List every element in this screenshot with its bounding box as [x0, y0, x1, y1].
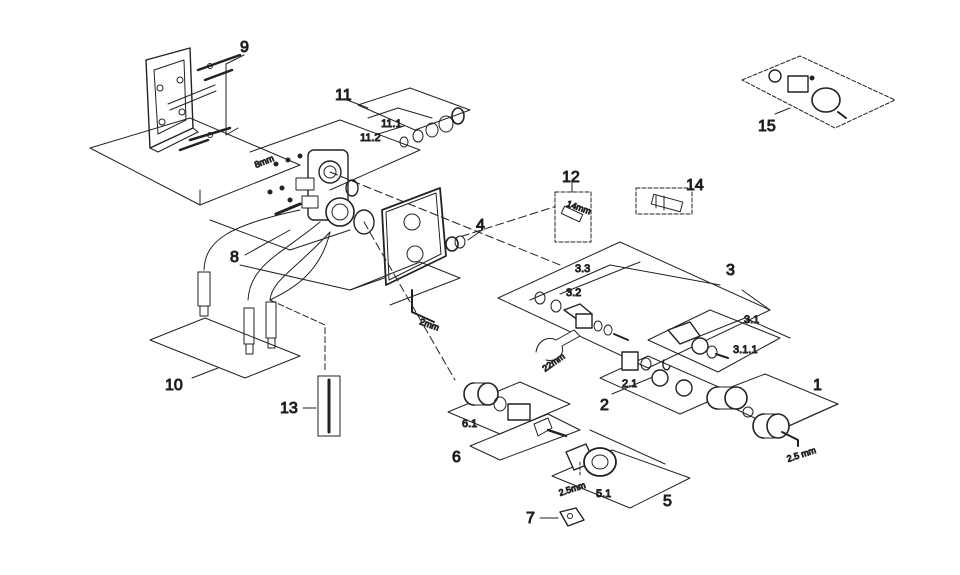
sublabel-2-1: 2.1	[622, 378, 637, 390]
valve-head-5	[565, 443, 617, 477]
tool-size-2-5mm-b: 2.5mm	[558, 480, 587, 498]
frame-screws	[178, 53, 242, 152]
callout-9: 9	[240, 39, 249, 56]
tool-size-8mm: 8mm	[253, 153, 275, 170]
bracket-10	[149, 317, 301, 379]
callout-15: 15	[758, 118, 776, 135]
sublabel-3-3: 3.3	[575, 263, 590, 275]
bracket-frame-area	[89, 117, 301, 206]
tool-box-14	[635, 187, 693, 215]
hex-key-2-5mm-a	[781, 431, 799, 447]
callout-3: 3	[726, 262, 735, 279]
handle-set-15	[768, 69, 847, 119]
callout-2: 2	[600, 397, 609, 414]
callout-8: 8	[230, 249, 239, 266]
sublabel-11-2: 11.2	[360, 132, 381, 144]
tool-size-2-5mm-a: 2.5 mm	[786, 445, 818, 464]
bracket-6	[469, 413, 581, 461]
cartridge-3	[534, 291, 629, 341]
hex-key-2mm	[411, 289, 435, 323]
callout-14: 14	[686, 177, 704, 194]
stem-parts-6	[463, 382, 568, 438]
bracket-11	[357, 87, 471, 131]
callout-4: 4	[476, 217, 485, 234]
callout-7: 7	[526, 510, 535, 527]
callout-12: 12	[562, 169, 580, 186]
callout-1: 1	[813, 377, 822, 394]
tool-size-2mm: 2mm	[418, 316, 440, 332]
wrench-22mm	[535, 329, 581, 361]
leader-to-10	[203, 209, 301, 271]
bracket-8	[249, 119, 421, 191]
cartridge-14	[650, 193, 684, 213]
bracket-3-1	[647, 309, 781, 373]
sublabel-11-1: 11.1	[381, 118, 402, 130]
diverter-part-2	[621, 351, 693, 397]
callout-6: 6	[452, 449, 461, 466]
sublabel-3-1: 3.1	[744, 314, 759, 326]
tool-box-15	[741, 55, 896, 129]
callout-5: 5	[663, 493, 672, 510]
axis-line	[329, 171, 561, 266]
callout-13: 13	[280, 400, 298, 417]
anchor-bolts-part	[197, 271, 277, 355]
sublabel-3-2: 3.2	[566, 287, 581, 299]
seal-parts-11	[399, 107, 465, 148]
leader-13-path	[269, 299, 326, 371]
knob-part-1	[706, 386, 790, 439]
callout-11: 11	[335, 87, 352, 104]
mounting-frame-part	[145, 47, 217, 153]
tool-box-12	[554, 191, 592, 243]
clip-part-7	[559, 507, 585, 527]
sublabel-6-1: 6.1	[462, 418, 477, 430]
valve-body-part	[295, 149, 375, 235]
bracket-escutcheon	[349, 261, 461, 306]
sublabel-5-1: 5.1	[596, 488, 611, 500]
leader-9	[225, 54, 245, 136]
washers-8	[267, 153, 303, 216]
sublabel-3-1-1: 3.1.1	[733, 344, 757, 356]
valve-3-1	[667, 321, 729, 359]
callout-10: 10	[165, 377, 183, 394]
adapter-part-4	[445, 235, 466, 252]
key-14mm	[560, 205, 584, 223]
